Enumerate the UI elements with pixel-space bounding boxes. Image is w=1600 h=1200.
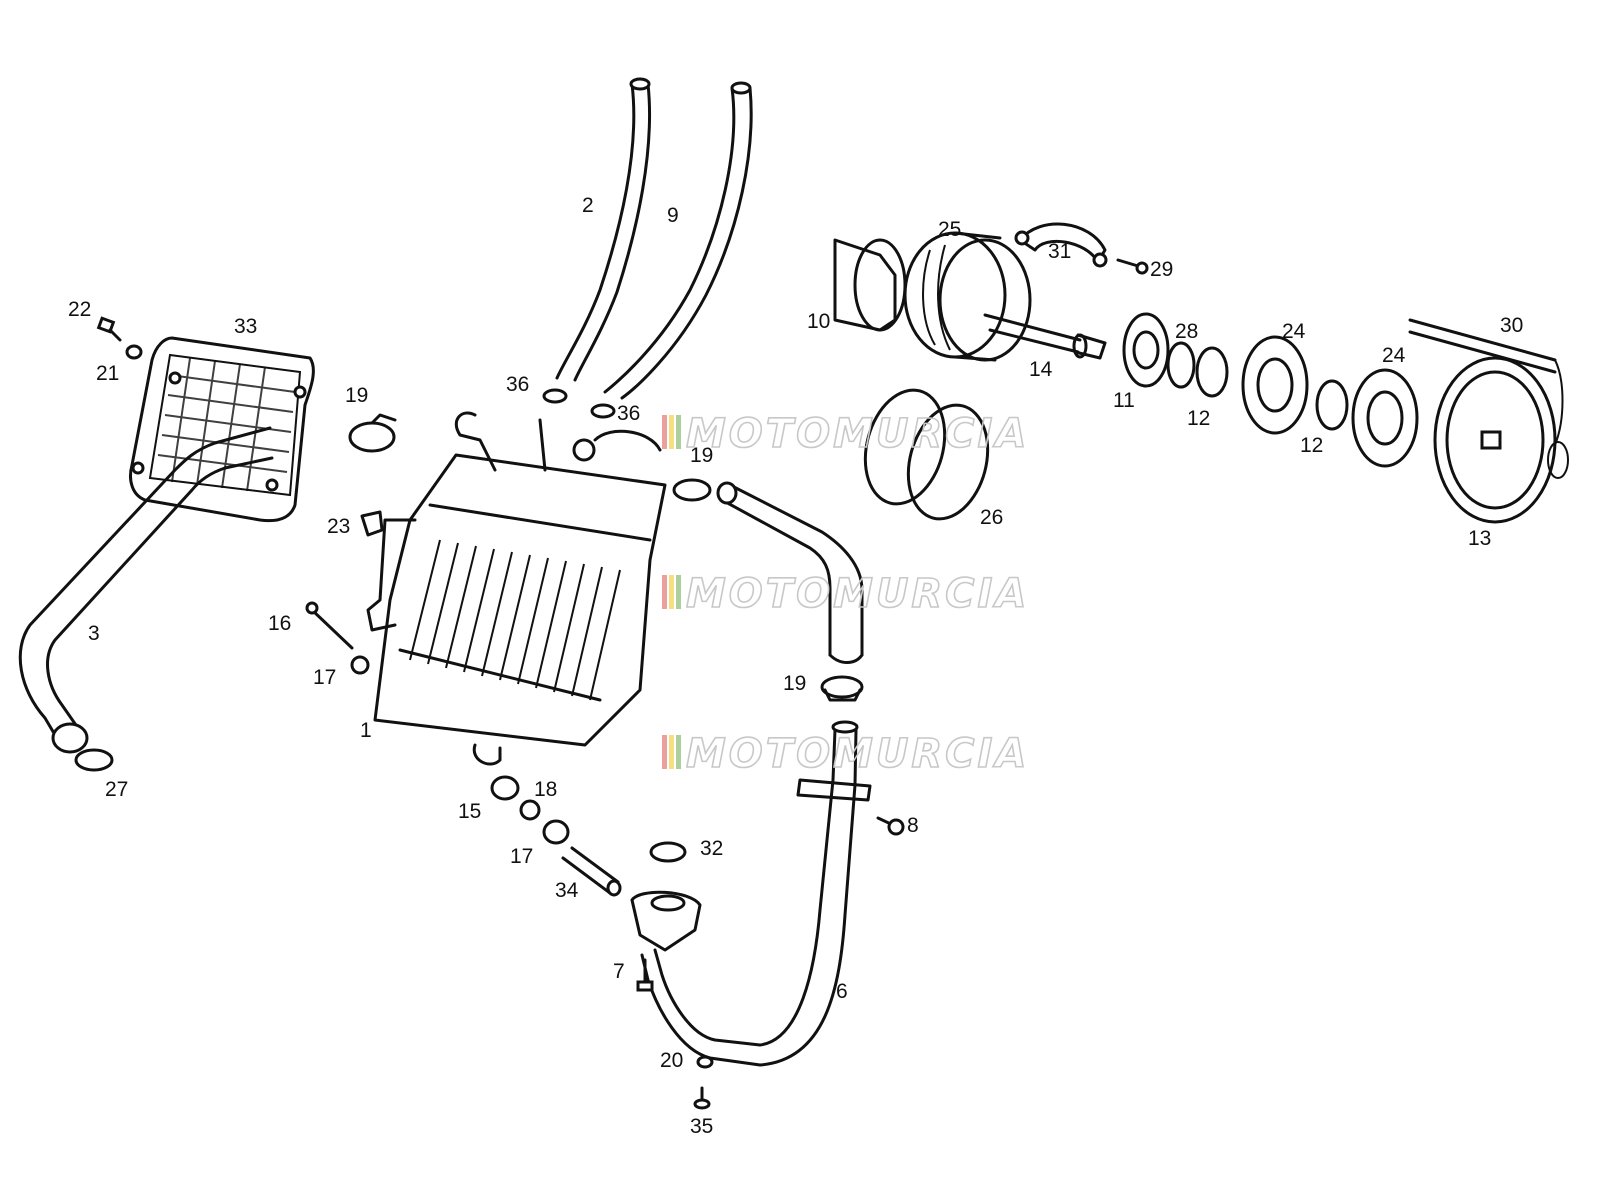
callout-12b: 12 [1300,434,1323,457]
watermark-top: MOTOMURCIA [662,410,1029,458]
radiator [366,411,667,766]
callout-19c: 19 [783,672,806,695]
callout-36a: 36 [506,373,529,396]
callout-17b: 17 [510,845,533,868]
bolt-16 [305,601,354,650]
callout-2: 2 [582,194,594,217]
callout-6: 6 [836,980,848,1003]
washer-12a [1195,346,1229,398]
watermark-text-1: MOTOMURCIA [686,411,1029,457]
grommet-17-lower [542,819,570,845]
callout-33: 33 [234,315,257,338]
callouts: 1 2 3 6 7 8 9 10 11 12 12 13 14 15 16 17… [68,194,1523,1138]
bearing-24b [1351,368,1419,468]
callout-36b: 36 [617,402,640,425]
bolt-7 [636,958,654,992]
shaft-14 [983,313,1107,360]
callout-9: 9 [667,204,679,227]
watermark-bottom: MOTOMURCIA [662,730,1029,778]
bolt-35 [693,1086,711,1110]
callout-19a: 19 [345,384,368,407]
callout-13: 13 [1468,527,1491,550]
callout-17a: 17 [313,666,336,689]
washer-28 [1166,341,1196,389]
callout-29: 29 [1150,258,1173,281]
callout-11: 11 [1113,389,1135,412]
callout-14: 14 [1029,358,1053,381]
callout-15: 15 [458,800,481,823]
callout-10: 10 [807,310,830,333]
bolt-8 [876,816,905,836]
bearing-24a [1241,335,1309,435]
hose-4 [716,481,864,664]
callout-21: 21 [96,362,119,385]
grille [129,336,315,523]
callout-34: 34 [555,879,579,902]
callout-16: 16 [268,612,291,635]
hose-3 [18,426,274,754]
tube-34 [561,846,622,897]
pipe-6 [630,720,872,1067]
belt-30 [1408,318,1564,446]
callout-12a: 12 [1187,407,1210,430]
callout-28: 28 [1175,320,1198,343]
clip-31 [1014,222,1108,268]
watermark-text-2: MOTOMURCIA [686,571,1029,617]
callout-23: 23 [327,515,350,538]
callout-35: 35 [690,1115,713,1138]
callout-22: 22 [68,298,91,321]
gear-13 [1433,356,1569,524]
impeller-10 [833,238,907,332]
callout-7: 7 [613,960,625,983]
oring-32 [649,841,687,863]
watermark-text-3: MOTOMURCIA [686,731,1029,777]
callout-20: 20 [660,1049,683,1072]
grommet-15-18 [490,775,541,821]
callout-24b: 24 [1382,344,1406,367]
washer-12b [1315,379,1349,431]
callout-26: 26 [980,506,1003,529]
callout-3: 3 [88,622,100,645]
callout-24a: 24 [1282,320,1306,343]
clamp-27 [74,748,114,772]
hose-9 [603,81,753,400]
clamp-36-right [590,403,616,419]
clamp-36-left [542,388,568,404]
clamp-19-mid [672,478,712,502]
clip-23 [360,510,384,537]
washer-20 [696,1055,714,1069]
bolt-22-washer-21 [96,316,143,360]
callout-30: 30 [1500,314,1523,337]
callout-19b: 19 [690,444,713,467]
screw-29 [1116,258,1149,275]
ring-26 [863,388,990,521]
callout-32: 32 [700,837,723,860]
grommet-17-upper [350,655,370,675]
pump-body-25 [903,231,1032,362]
clamp-19-lower [820,675,864,702]
seal-11 [1122,312,1170,388]
callout-31: 31 [1048,240,1071,263]
callout-8: 8 [907,814,919,837]
callout-1: 1 [360,719,372,742]
callout-25: 25 [938,218,961,241]
callout-27: 27 [105,778,128,801]
watermark-middle: MOTOMURCIA [662,570,1029,618]
callout-18: 18 [534,778,557,801]
hose-2 [555,77,652,382]
clamp-19-left [348,413,397,453]
